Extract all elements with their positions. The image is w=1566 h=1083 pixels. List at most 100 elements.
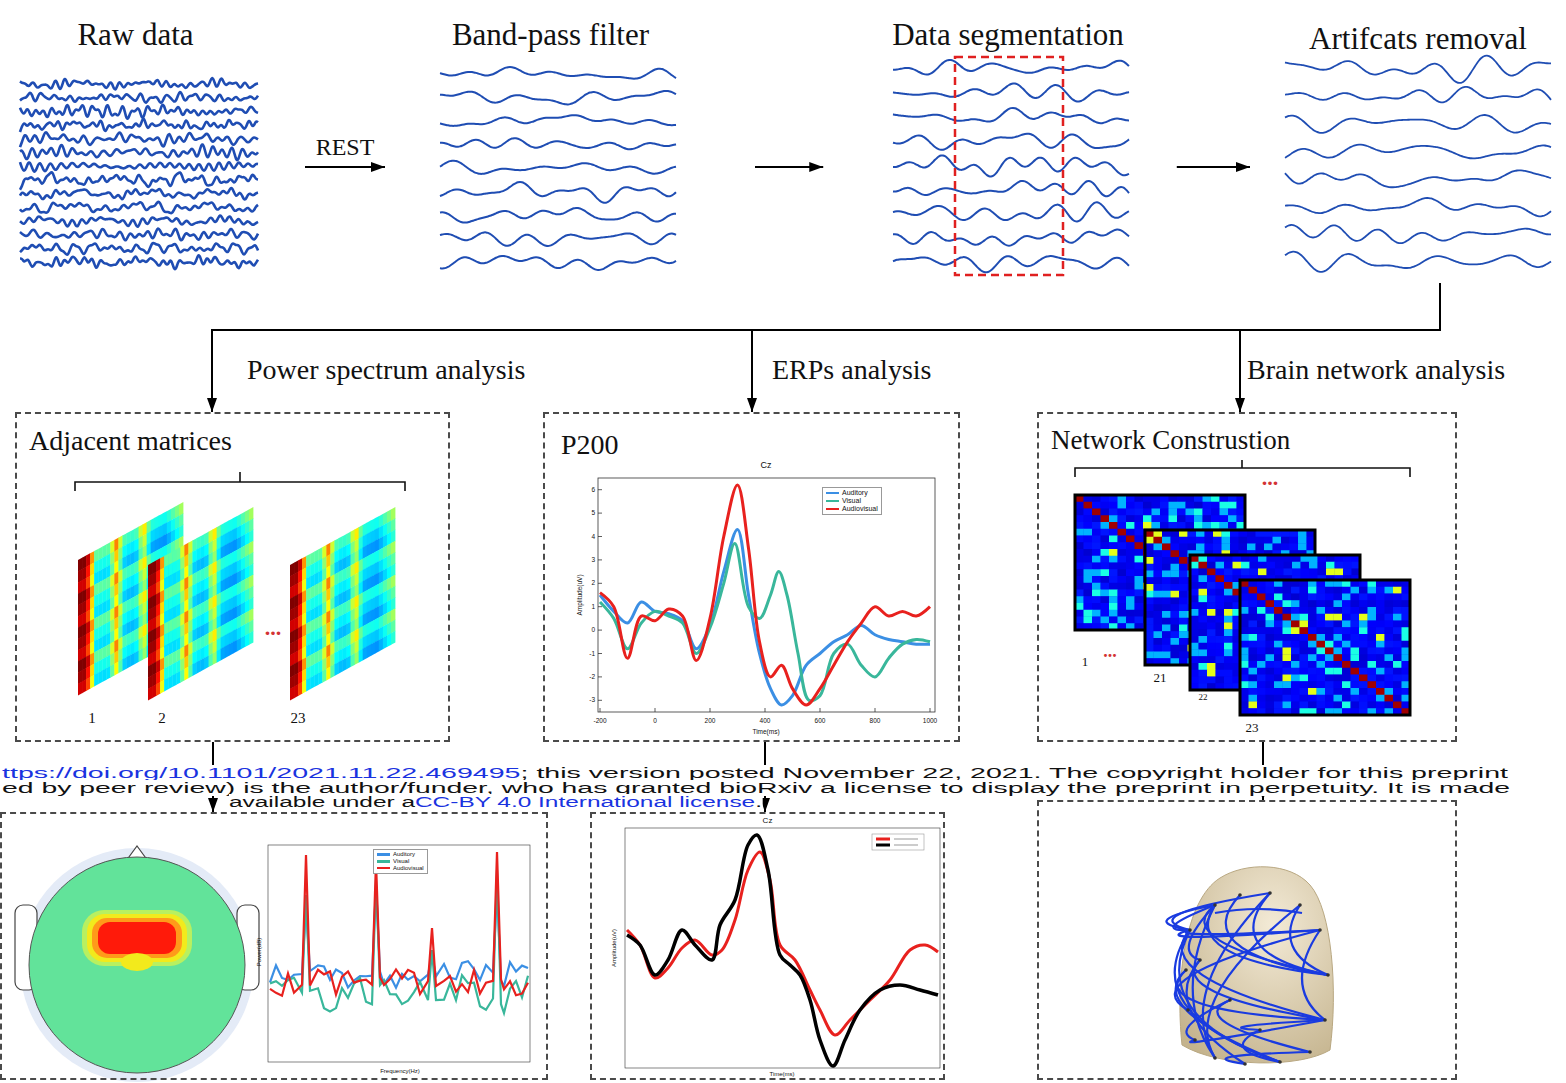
- connectivity-matrix: [1162, 544, 1171, 551]
- connectivity-matrix: [1126, 610, 1135, 617]
- connectivity-matrix: [1171, 591, 1180, 598]
- connectivity-matrix: [1154, 652, 1163, 659]
- connectivity-matrix: [1256, 537, 1265, 544]
- connectivity-matrix: [1154, 604, 1163, 611]
- eeg-traces: [440, 67, 676, 270]
- connectivity-matrix: [1126, 515, 1135, 522]
- connectivity-matrix: [1135, 576, 1144, 583]
- spectrum-heatmap: [338, 660, 342, 674]
- spectrum-heatmap: [184, 666, 188, 680]
- connectivity-matrix: [1207, 589, 1216, 596]
- connectivity-matrix: [1228, 522, 1237, 529]
- connectivity-matrix: [1216, 589, 1225, 596]
- connectivity-matrix: [1199, 569, 1208, 576]
- eeg-trace: [20, 162, 258, 171]
- connectivity-matrix: [1190, 555, 1360, 690]
- spectrum-heatmap: [318, 671, 322, 685]
- connectivity-matrix: [1196, 537, 1205, 544]
- connectivity-matrix: [1154, 557, 1163, 564]
- spectrum-heatmap: [383, 635, 387, 649]
- connectivity-matrix: [1135, 529, 1144, 536]
- spectrum-heatmap: [110, 664, 114, 678]
- connectivity-matrix: [1126, 549, 1135, 556]
- connectivity-matrix: [1101, 596, 1110, 603]
- connectivity-matrix: [1126, 603, 1135, 610]
- connectivity-matrix: [1186, 515, 1195, 522]
- connectivity-matrix: [1135, 603, 1144, 610]
- connectivity-matrix: [1126, 596, 1135, 603]
- eeg-trace: [893, 202, 1129, 221]
- connectivity-matrix: [1171, 645, 1180, 652]
- spectrum-heatmap: [205, 655, 209, 669]
- connectivity-matrix: [1084, 583, 1093, 590]
- connectivity-matrix: [1186, 522, 1195, 529]
- connectivity-matrix: [1290, 544, 1299, 551]
- connectivity-matrix: [1188, 537, 1197, 544]
- connectivity-matrix: [1084, 502, 1093, 509]
- connectivity-matrix: [1101, 502, 1110, 509]
- connectivity-matrix: [1216, 596, 1225, 603]
- spectrum-heatmap: [82, 679, 86, 693]
- eeg-trace: [20, 216, 258, 227]
- connectivity-matrix: [1154, 564, 1163, 571]
- connectivity-matrix: [1162, 537, 1171, 544]
- connectivity-matrix: [1179, 611, 1188, 618]
- connectivity-matrix: [1335, 569, 1344, 576]
- connectivity-matrix: [1145, 530, 1315, 665]
- connectivity-matrix: [1154, 591, 1163, 598]
- connectivity-matrix: [1162, 557, 1171, 564]
- connectivity-matrix: [1084, 569, 1093, 576]
- connectivity-matrix: [1179, 625, 1188, 632]
- connectivity-matrix: [1199, 616, 1208, 623]
- connectivity-matrix: [1199, 596, 1208, 603]
- connectivity-matrix: [1084, 522, 1093, 529]
- connectivity-matrix: [1126, 617, 1135, 624]
- connectivity-matrix: [1207, 616, 1216, 623]
- spectrum-heatmap: [78, 502, 183, 695]
- spectrum-heatmap: [148, 507, 253, 700]
- connectivity-matrix: [1216, 582, 1225, 589]
- connectivity-matrix: [1177, 502, 1186, 509]
- connectivity-matrix: [1075, 495, 1245, 630]
- connectivity-matrix: [1171, 557, 1180, 564]
- connectivity-matrix: [1109, 522, 1118, 529]
- connectivity-matrix: [1084, 509, 1093, 516]
- spectrum-heatmap: [355, 651, 359, 665]
- connectivity-matrix: [1179, 604, 1188, 611]
- connectivity-matrix: [1092, 542, 1101, 549]
- connectivity-matrix: [1207, 596, 1216, 603]
- spectrum-heatmap: [314, 673, 318, 687]
- spectrum-heatmap: [371, 642, 375, 656]
- connectivity-matrix: [1211, 502, 1220, 509]
- spectrum-heatmap: [114, 661, 118, 675]
- connectivity-matrix: [1135, 596, 1144, 603]
- connectivity-matrix: [1326, 562, 1335, 569]
- eeg-trace: [20, 78, 258, 89]
- connectivity-matrix: [1143, 502, 1152, 509]
- connectivity-matrix: [1220, 515, 1229, 522]
- connectivity-matrix: [1118, 536, 1127, 543]
- connectivity-matrix: [1101, 509, 1110, 516]
- connectivity-matrix: [1084, 536, 1093, 543]
- connectivity-matrix: [1292, 569, 1301, 576]
- connectivity-matrix: [1160, 515, 1169, 522]
- connectivity-matrix: [1160, 522, 1169, 529]
- connectivity-matrix: [1143, 515, 1152, 522]
- connectivity-matrix: [1220, 502, 1229, 509]
- connectivity-matrix: [1171, 537, 1180, 544]
- connectivity-matrix: [1220, 509, 1229, 516]
- connectivity-matrix: [1205, 544, 1214, 551]
- connectivity-matrix: [1126, 590, 1135, 597]
- spectrum-heatmap: [106, 666, 110, 680]
- connectivity-matrix: [1298, 544, 1307, 551]
- connectivity-matrix: [1126, 556, 1135, 563]
- bracket: [1075, 460, 1410, 477]
- connectivity-matrix: [1162, 645, 1171, 652]
- connectivity-matrix: [1135, 536, 1144, 543]
- connectivity-matrix: [1109, 603, 1118, 610]
- connectivity-matrix: [1207, 575, 1216, 582]
- connectivity-matrix: [1109, 509, 1118, 516]
- connectivity-matrix: [1169, 522, 1178, 529]
- eeg-trace: [20, 119, 258, 132]
